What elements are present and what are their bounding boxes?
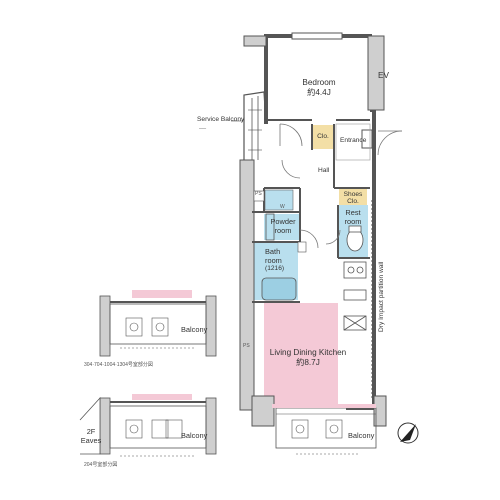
inset2-caption: 204号室部分図 bbox=[84, 462, 118, 468]
shoes-clo-line2: Clo. bbox=[347, 198, 359, 205]
door-swings bbox=[279, 123, 403, 249]
ps-box bbox=[253, 190, 307, 253]
entrance-label: Entrance bbox=[340, 137, 367, 144]
inset-plan-2 bbox=[79, 394, 217, 457]
inset1-caption: 304·704·1004·1304号室部分図 bbox=[84, 362, 153, 368]
column-bottom-right bbox=[373, 395, 387, 427]
powder-room-line2: room bbox=[274, 226, 292, 235]
ps-label: PS bbox=[255, 191, 262, 197]
washer-area bbox=[264, 189, 294, 211]
column-right bbox=[367, 35, 385, 111]
inset1-balcony-label: Balcony bbox=[181, 325, 208, 334]
bedroom-size: 約4.4J bbox=[307, 88, 331, 97]
rest-room-line1: Rest bbox=[345, 208, 361, 217]
windows bbox=[291, 32, 373, 149]
shoes-clo-floor bbox=[339, 189, 367, 205]
hall-label: Hall bbox=[318, 167, 330, 174]
w-label: W bbox=[280, 204, 285, 210]
inset-plan-1 bbox=[99, 290, 217, 357]
fixtures bbox=[261, 213, 367, 331]
service-balcony-note: ── bbox=[199, 126, 207, 132]
column-top bbox=[243, 35, 267, 47]
bedroom-floor bbox=[276, 38, 366, 120]
ldk-name: Living Dining Kitchen bbox=[269, 348, 347, 357]
inset2-eaves-line2: Eaves bbox=[80, 436, 102, 445]
north-arrow-icon bbox=[397, 422, 419, 444]
entrance-floor bbox=[335, 123, 371, 161]
ldk-size: 約8.7J bbox=[296, 358, 320, 367]
column-left bbox=[239, 159, 255, 411]
clo-floor bbox=[313, 125, 333, 149]
interior-walls bbox=[252, 119, 370, 303]
service-balcony bbox=[243, 91, 267, 160]
dry-wall-label: Dry Impact partition wall bbox=[378, 261, 385, 332]
inset2-balcony-label: Balcony bbox=[181, 431, 208, 440]
bath-room-line2: room bbox=[265, 256, 282, 265]
shoes-clo-line1: Shoes bbox=[343, 191, 363, 198]
ev-label: EV bbox=[378, 71, 389, 80]
service-balcony-label: Service Balcony bbox=[197, 116, 245, 123]
main-balcony-label: Balcony bbox=[348, 431, 375, 440]
ps-label-lower: PS bbox=[243, 343, 250, 349]
clo-label: Clo. bbox=[317, 133, 329, 140]
bedroom-name: Bedroom bbox=[302, 78, 336, 87]
powder-room-line1: Powder bbox=[270, 217, 296, 226]
column-bottom-left bbox=[251, 395, 275, 427]
ldk-floor bbox=[264, 303, 338, 407]
inset2-eaves-line1: 2F bbox=[86, 427, 96, 436]
bath-room-line1: Bath bbox=[265, 247, 281, 256]
balcony-threshold bbox=[272, 404, 376, 408]
rest-room-line2: room bbox=[344, 217, 362, 226]
bath-room-size: (1216) bbox=[265, 265, 285, 272]
